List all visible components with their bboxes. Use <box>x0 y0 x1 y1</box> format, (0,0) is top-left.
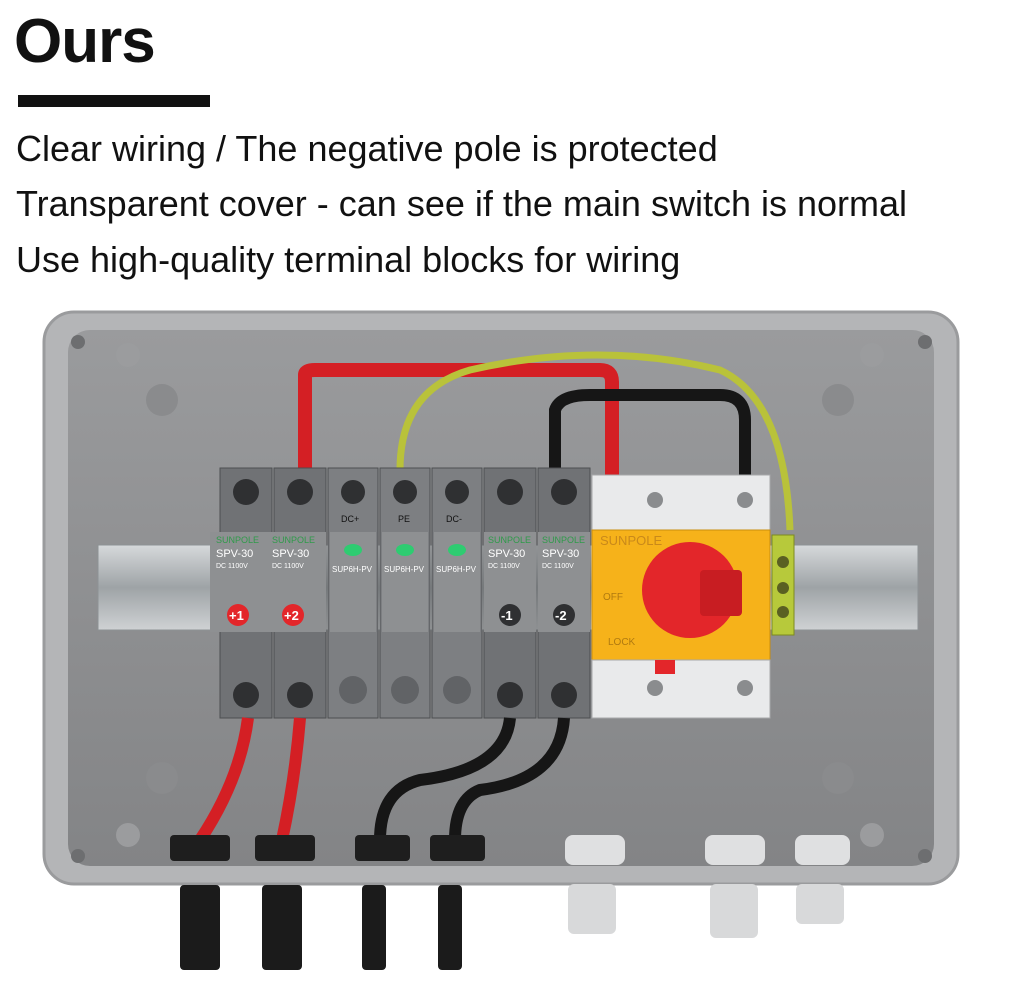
breaker-2-brand: SUNPOLE <box>272 535 315 545</box>
red-wire-out-1 <box>195 717 254 844</box>
spd-3-top: DC- <box>446 514 462 524</box>
feature-line-1: Clear wiring / The negative pole is prot… <box>16 128 718 169</box>
spd-1-model: SUP6H-PV <box>332 565 373 574</box>
breaker-4: SUNPOLE SPV-30 DC 1100V -2 <box>537 467 591 719</box>
breaker-2-model: SPV-30 <box>272 548 309 560</box>
breaker-3-model: SPV-30 <box>488 548 525 560</box>
title-underline <box>18 95 210 107</box>
spd-2-top: PE <box>398 514 410 524</box>
red-wire-out-2 <box>276 717 306 842</box>
breaker-3: SUNPOLE SPV-30 DC 1100V -1 <box>483 467 537 719</box>
page-title: Ours <box>14 7 156 76</box>
black-wire-out-2 <box>449 717 570 841</box>
red-bridge-wire <box>298 363 619 475</box>
switch-lock-label: LOCK <box>608 637 636 648</box>
breaker-1-badge: +1 <box>229 608 244 623</box>
breaker-1-model: SPV-30 <box>216 548 253 560</box>
corner-screws <box>71 335 932 863</box>
spd-3-model: SUP6H-PV <box>436 565 477 574</box>
mc4-connectors <box>180 884 844 970</box>
breaker-2-spec: DC 1100V <box>272 563 304 570</box>
switch-brand: SUNPOLE <box>600 533 662 548</box>
spd-1: DC+ SUP6H-PV <box>327 467 379 719</box>
feature-line-2: Transparent cover - can see if the main … <box>16 183 908 224</box>
green-yellow-wire <box>396 351 794 531</box>
combiner-box-photo: SUNPOLE SPV-30 DC 1100V +1 SUNPOLE SPV-3… <box>42 310 960 970</box>
feature-line-3: Use high-quality terminal blocks for wir… <box>16 239 681 280</box>
black-bridge-wire <box>549 389 751 475</box>
spd-3: DC- SUP6H-PV <box>431 467 483 719</box>
breaker-4-model: SPV-30 <box>542 548 579 560</box>
breaker-4-badge: -2 <box>555 608 567 623</box>
switch-off-label: OFF <box>603 592 623 603</box>
main-switch: SUNPOLE OFF LOCK <box>591 474 771 719</box>
breaker-2: SUNPOLE SPV-30 DC 1100V +2 <box>268 467 327 719</box>
breaker-4-spec: DC 1100V <box>542 563 574 570</box>
breaker-1-brand: SUNPOLE <box>216 535 259 545</box>
black-wire-out-1 <box>374 717 516 841</box>
breaker-2-badge: +2 <box>284 608 299 623</box>
spd-2-model: SUP6H-PV <box>384 565 425 574</box>
breaker-1: SUNPOLE SPV-30 DC 1100V +1 <box>210 467 273 719</box>
spd-2: PE SUP6H-PV <box>379 467 431 719</box>
earth-terminal <box>771 534 795 636</box>
breaker-3-brand: SUNPOLE <box>488 535 531 545</box>
breaker-row: SUNPOLE SPV-30 DC 1100V +1 SUNPOLE SPV-3… <box>210 467 591 719</box>
breaker-1-spec: DC 1100V <box>216 563 248 570</box>
cable-glands <box>170 835 850 865</box>
breaker-3-spec: DC 1100V <box>488 563 520 570</box>
breaker-3-badge: -1 <box>501 608 513 623</box>
spd-1-top: DC+ <box>341 514 359 524</box>
breaker-4-brand: SUNPOLE <box>542 535 585 545</box>
